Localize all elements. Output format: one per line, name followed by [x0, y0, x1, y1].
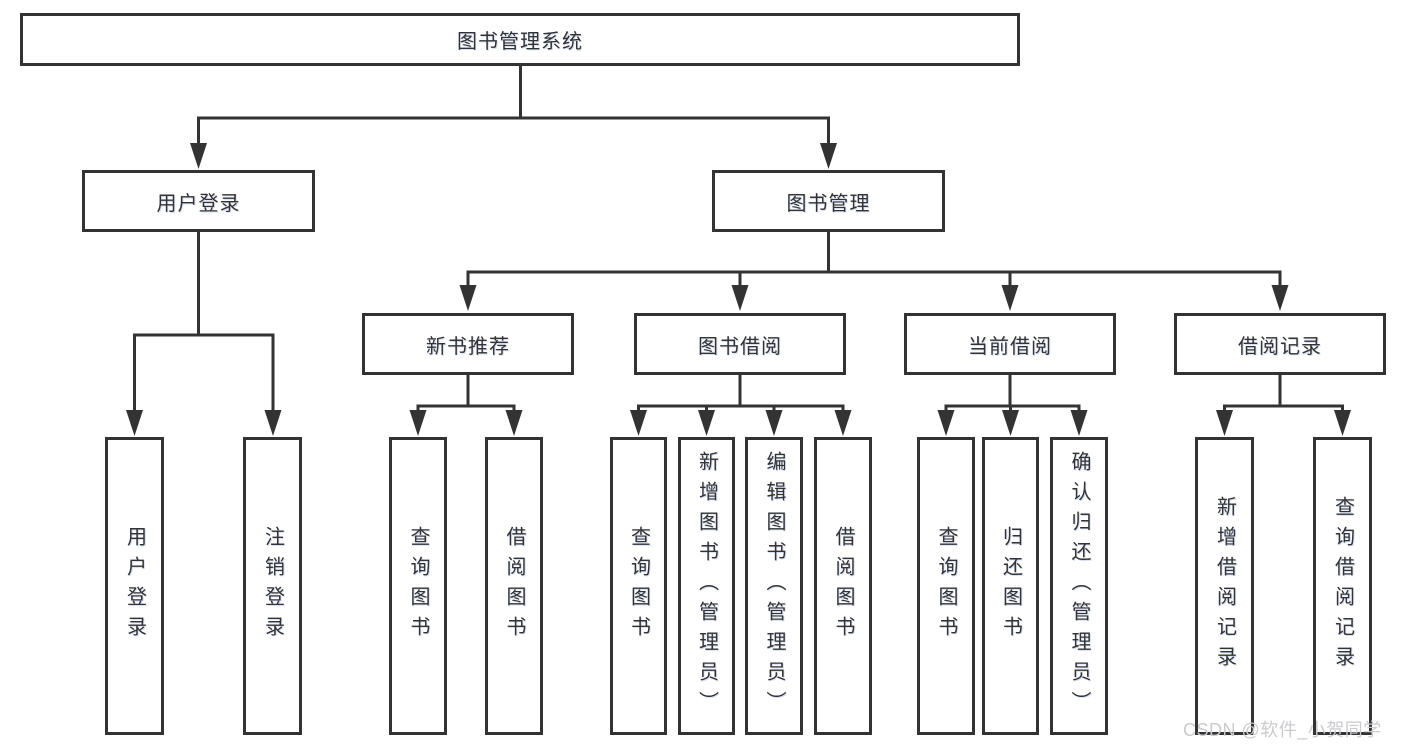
connector-login-branch	[133, 333, 275, 412]
leaf-label: 查询图书	[627, 526, 650, 646]
node-book-management-system: 图书管理系统	[20, 13, 1020, 66]
leaf-edit-books-admin: 编辑图书（管理员）	[745, 437, 803, 735]
leaf-borrow-books-recommend: 借阅图书	[485, 437, 543, 735]
leaf-query-books-current: 查询图书	[917, 437, 975, 735]
leaf-borrow-books: 借阅图书	[814, 437, 872, 735]
leaf-logout: 注销登录	[243, 437, 302, 735]
node-label: 图书借阅	[698, 335, 782, 358]
leaf-label: 查询图书	[407, 526, 429, 646]
leaf-label: 新增图书（管理员）	[695, 451, 718, 721]
node-label: 当前借阅	[968, 335, 1052, 358]
node-label: 新书推荐	[426, 335, 510, 358]
leaf-label: 注销登录	[261, 526, 284, 646]
leaf-confirm-return-admin: 确认归还（管理员）	[1050, 437, 1108, 735]
leaf-label: 查询借阅记录	[1331, 496, 1354, 676]
node-current-borrowing: 当前借阅	[904, 313, 1116, 375]
connector-mgmt-branch	[466, 270, 1282, 290]
leaf-label: 归还图书	[999, 526, 1022, 646]
leaf-label: 查询图书	[935, 526, 957, 646]
node-label: 图书管理	[786, 192, 871, 215]
arrowheads	[126, 143, 1351, 436]
connector-newbook-branch	[416, 404, 516, 414]
leaf-return-books: 归还图书	[982, 437, 1039, 735]
leaf-label: 确认归还（管理员）	[1068, 451, 1090, 721]
connector-borrow-branch	[637, 404, 845, 414]
node-new-book-recommendation: 新书推荐	[362, 313, 574, 375]
node-label: 借阅记录	[1238, 335, 1322, 358]
connector-root-branch	[197, 116, 830, 146]
node-label: 图书管理系统	[457, 31, 583, 53]
leaf-label: 新增借阅记录	[1213, 496, 1236, 676]
node-user-login: 用户登录	[82, 170, 315, 232]
leaf-query-books-recommend: 查询图书	[389, 437, 447, 735]
leaf-add-borrow-record: 新增借阅记录	[1195, 437, 1254, 735]
leaf-add-books-admin: 新增图书（管理员）	[678, 437, 735, 735]
leaf-query-borrow-record: 查询借阅记录	[1313, 437, 1372, 735]
node-label: 用户登录	[156, 192, 241, 215]
node-book-management: 图书管理	[712, 170, 945, 232]
leaf-user-login: 用户登录	[105, 437, 164, 735]
leaf-label: 用户登录	[123, 526, 146, 646]
csdn-watermark: CSDN @软件_小贺同学	[1183, 720, 1382, 740]
leaf-label: 借阅图书	[832, 526, 854, 646]
node-borrowing-records: 借阅记录	[1174, 313, 1386, 375]
node-book-borrowing: 图书借阅	[634, 313, 846, 375]
leaf-label: 借阅图书	[503, 526, 525, 646]
leaf-query-books-borrowing: 查询图书	[610, 437, 667, 735]
leaf-label: 编辑图书（管理员）	[763, 451, 785, 721]
connector-record-branch	[1223, 404, 1344, 414]
